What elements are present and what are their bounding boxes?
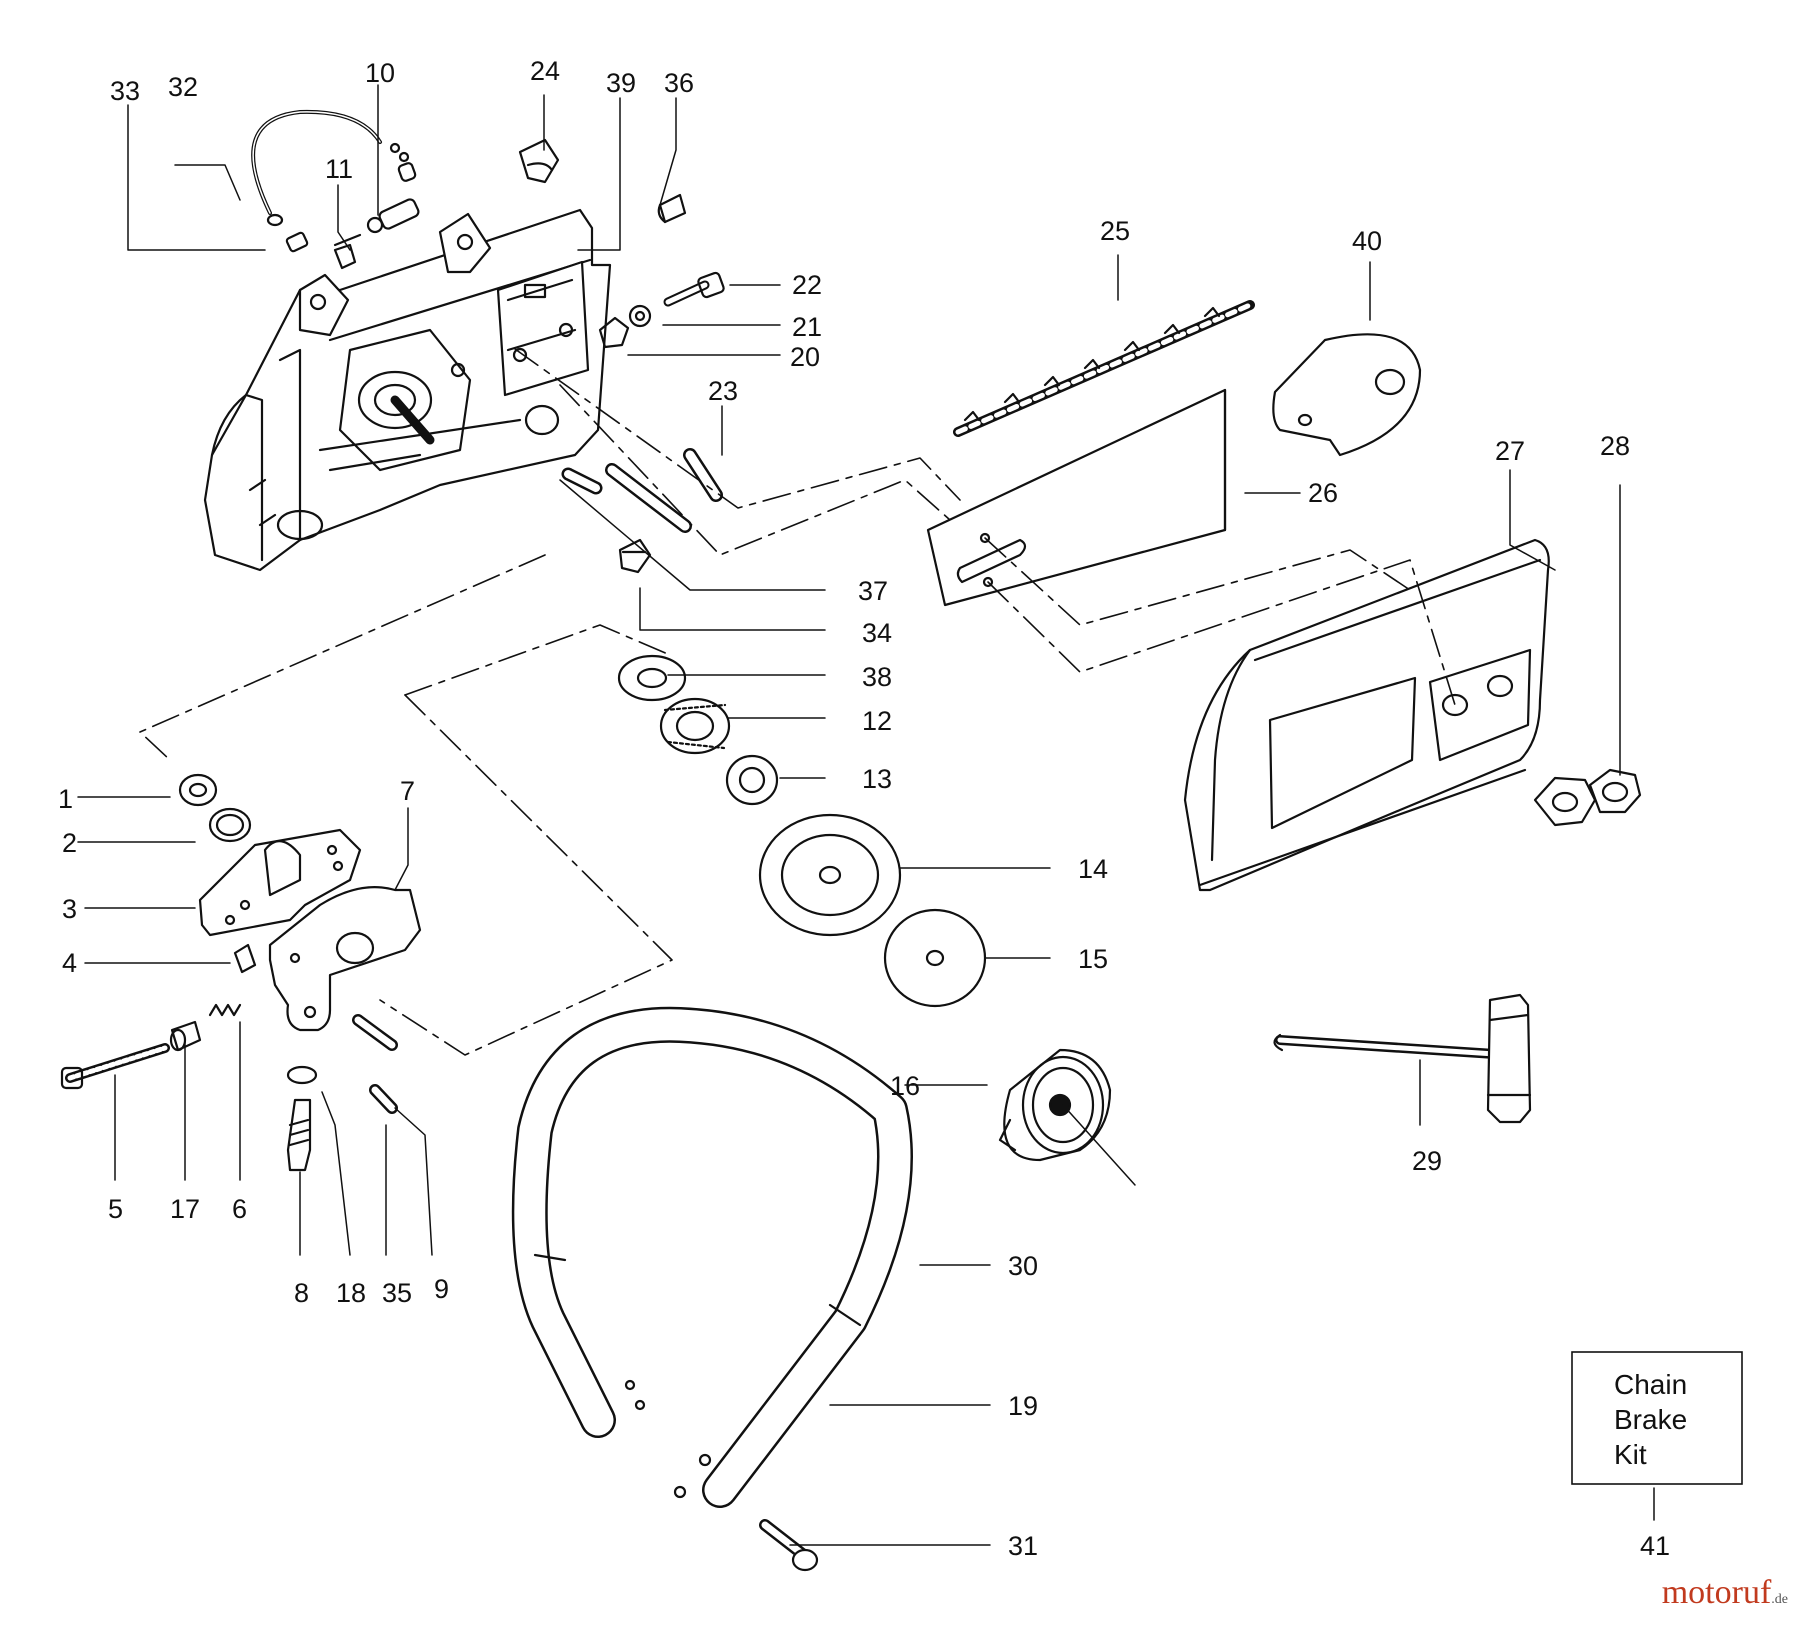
callout-10: 10 [365,58,395,88]
oil-hose-assembly [251,109,420,270]
callout-19: 19 [1008,1391,1038,1421]
kit-label-line3: Kit [1614,1439,1647,1470]
callout-36: 36 [664,68,694,98]
kit-box [1571,1351,1743,1485]
assembly-guide-lines [139,348,1456,1056]
callout-20: 20 [790,342,820,372]
callout-35: 35 [382,1278,412,1308]
sprocket-cover [1183,538,1550,892]
callout-23: 23 [708,376,738,406]
clip-and-cap-parts [518,138,687,224]
callout-16: 16 [890,1071,920,1101]
callout-22: 22 [792,270,822,300]
bar-bolt-nut-washer [598,271,725,349]
callout-25: 25 [1100,216,1130,246]
callout-41: 41 [1640,1531,1670,1561]
kit-label-line1: Chain [1614,1369,1687,1400]
callout-37: 37 [858,576,888,606]
bar-guard-plate [1272,333,1422,457]
callout-28: 28 [1600,431,1630,461]
callout-2: 2 [62,828,77,858]
callout-1: 1 [58,784,73,814]
callout-38: 38 [862,662,892,692]
leader-lines [77,84,1655,1546]
callout-17: 17 [170,1194,200,1224]
callout-8: 8 [294,1278,309,1308]
callout-27: 27 [1495,436,1525,466]
callout-40: 40 [1352,226,1382,256]
callout-5: 5 [108,1194,123,1224]
callout-numbers: 33 32 10 11 24 39 36 22 21 20 23 37 34 3… [58,56,1670,1561]
callout-7: 7 [400,776,415,806]
saw-chain [953,300,1255,437]
callout-15: 15 [1078,944,1108,974]
callout-26: 26 [1308,478,1338,508]
callout-12: 12 [862,706,892,736]
callout-34: 34 [862,618,892,648]
callout-29: 29 [1412,1146,1442,1176]
watermark-tld: .de [1771,1592,1788,1607]
cover-nuts [1533,768,1642,827]
callout-24: 24 [530,56,560,86]
combination-wrench [1273,993,1532,1124]
callout-4: 4 [62,948,77,978]
callout-13: 13 [862,764,892,794]
callout-32: 32 [168,72,198,102]
callout-3: 3 [62,894,77,924]
guide-bar [926,388,1227,607]
callout-30: 30 [1008,1251,1038,1281]
clutch-stack [617,654,1112,1162]
callout-21: 21 [792,312,822,342]
engine-side-housing [203,208,612,572]
kit-label-line2: Brake [1614,1404,1687,1435]
callout-18: 18 [336,1278,366,1308]
callout-11: 11 [325,154,353,184]
callout-9: 9 [434,1274,449,1304]
callout-14: 14 [1078,854,1108,884]
callout-31: 31 [1008,1531,1038,1561]
callout-6: 6 [232,1194,247,1224]
callout-33: 33 [110,76,140,106]
chain-brake-assembly [60,773,422,1172]
watermark-brand: motoruf [1661,1574,1772,1611]
front-handle [511,1006,913,1572]
callout-39: 39 [606,68,636,98]
site-watermark: motoruf.de [1662,1574,1788,1612]
